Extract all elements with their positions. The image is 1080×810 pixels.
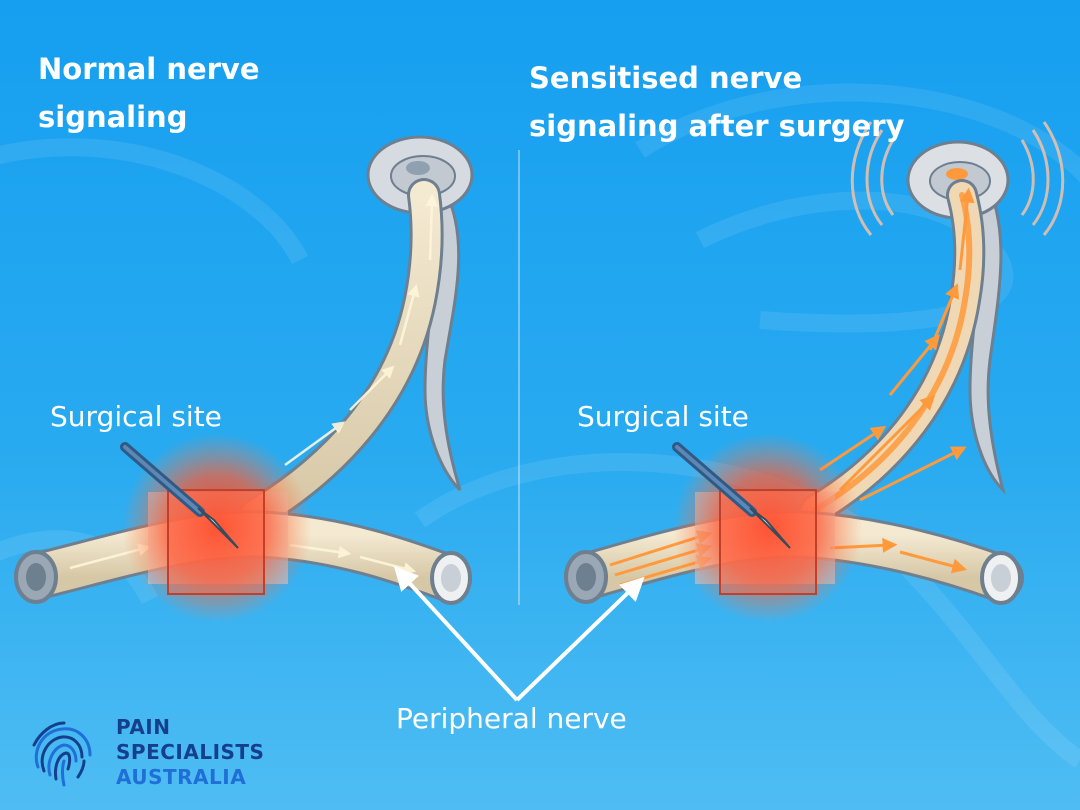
logo-line-3: AUSTRALIA [116,765,247,789]
surgical-site-box-left [167,489,265,595]
scalpel-icon [120,442,239,549]
surgical-site-box-right [719,489,817,595]
label-surgical-site-left: Surgical site [50,400,222,433]
title-sensitised-signaling: Sensitised nerve signaling after surgery [529,61,905,143]
peripheral-nerve-pointers [393,566,645,702]
label-surgical-site-right: Surgical site [577,400,749,433]
logo-line-2: SPECIALISTS [116,740,265,764]
logo-line-1: PAIN [116,715,171,739]
fingerprint-icon [32,721,92,787]
title-normal-signaling: Normal nerve signaling [38,52,260,134]
logo-wordmark: PAIN SPECIALISTS AUSTRALIA [116,715,264,790]
pain-ripples [850,121,1065,236]
brand-logo: PAIN SPECIALISTS AUSTRALIA [24,715,284,795]
right-panel-nerve [564,121,1065,623]
left-panel-nerve [14,135,474,623]
label-peripheral-nerve: Peripheral nerve [396,702,627,735]
scalpel-icon [672,442,791,549]
